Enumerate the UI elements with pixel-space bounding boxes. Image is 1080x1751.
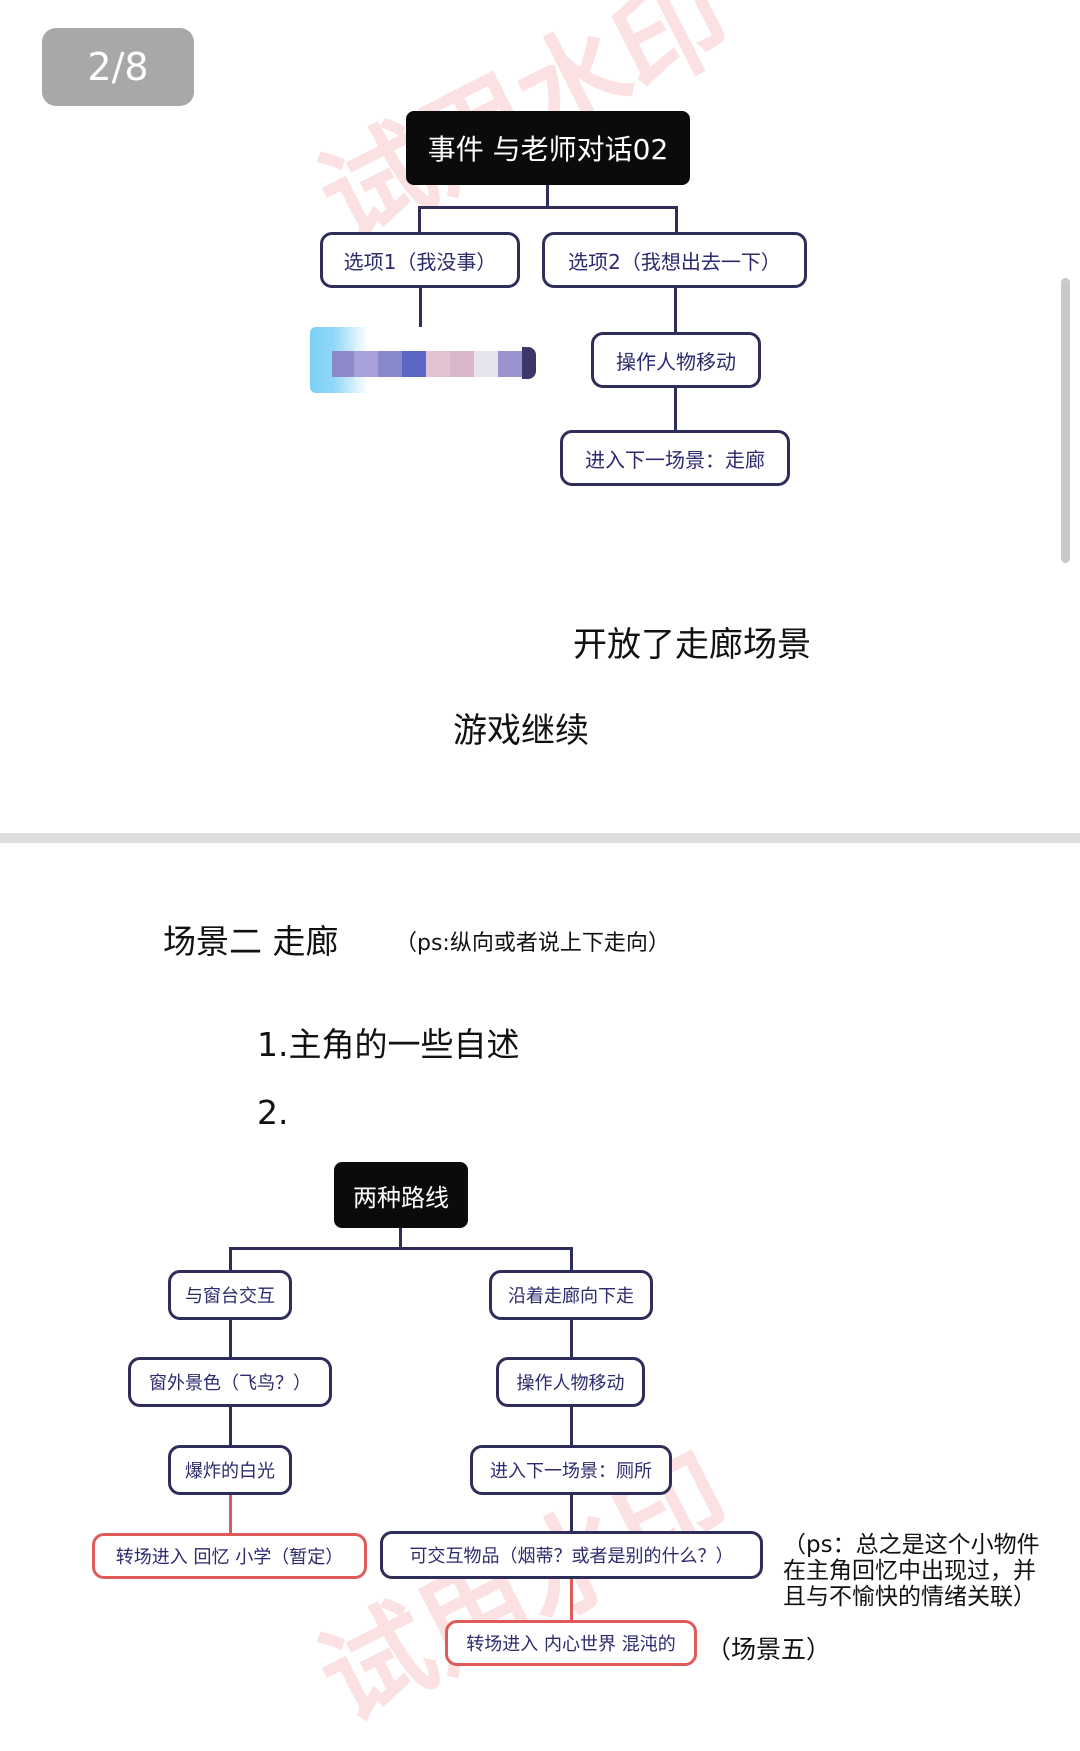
- mindmap-option-1: 选项1（我没事）: [320, 232, 520, 288]
- connector: [570, 1493, 573, 1533]
- scene-title: 场景二 走廊: [163, 922, 339, 961]
- scrollbar-thumb[interactable]: [1061, 278, 1070, 563]
- mindmap-step-next-scene: 进入下一场景：走廊: [560, 430, 790, 486]
- route-right-inner-world: 转场进入 内心世界 混沌的: [445, 1620, 697, 1666]
- page-indicator-badge: 2/8: [42, 28, 194, 106]
- mindmap-step-move: 操作人物移动: [591, 332, 761, 388]
- side-note-line-1: （ps：总之是这个小物件: [783, 1532, 1040, 1558]
- connector-red: [229, 1493, 232, 1535]
- connector: [674, 387, 677, 432]
- side-note-line-3: 且与不愉快的情绪关联）: [783, 1584, 1036, 1610]
- mindmap-option-2: 选项2（我想出去一下）: [542, 232, 807, 288]
- route-right-restroom: 进入下一场景：厕所: [470, 1445, 672, 1495]
- scene-title-note: （ps:纵向或者说上下走向）: [395, 931, 670, 956]
- connector: [675, 206, 678, 233]
- connector: [570, 1405, 573, 1447]
- mindmap-root-routes: 两种路线: [334, 1162, 468, 1228]
- list-item-2: 2.: [257, 1093, 289, 1132]
- route-right-corridor: 沿着走廊向下走: [489, 1270, 653, 1320]
- route-right-item: 可交互物品（烟蒂？或者是别的什么？）: [380, 1531, 763, 1579]
- scene-five-tag: （场景五）: [706, 1635, 832, 1664]
- route-left-scenery: 窗外景色（飞鸟？）: [128, 1357, 332, 1407]
- list-item-1: 1.主角的一些自述: [257, 1025, 520, 1064]
- route-left-window: 与窗台交互: [168, 1270, 292, 1320]
- route-left-memory: 转场进入 回忆 小学（暂定）: [92, 1533, 367, 1579]
- connector: [674, 288, 677, 333]
- connector: [419, 288, 422, 328]
- route-right-move: 操作人物移动: [496, 1357, 645, 1407]
- note-corridor-opened: 开放了走廊场景: [573, 625, 811, 665]
- connector: [570, 1319, 573, 1359]
- blurred-content: [310, 327, 542, 393]
- connector: [570, 1247, 573, 1271]
- page-divider: [0, 833, 1080, 843]
- side-note-line-2: 在主角回忆中出现过，并: [783, 1558, 1036, 1584]
- connector: [229, 1247, 572, 1250]
- connector: [418, 206, 421, 233]
- connector: [229, 1247, 232, 1271]
- mindmap-root-event: 事件 与老师对话02: [406, 111, 690, 185]
- connector: [229, 1405, 232, 1447]
- note-game-continues: 游戏继续: [453, 711, 589, 751]
- connector: [418, 206, 677, 209]
- connector-red: [570, 1577, 573, 1622]
- connector: [546, 185, 549, 208]
- route-left-flash: 爆炸的白光: [168, 1445, 292, 1495]
- connector: [229, 1319, 232, 1359]
- connector: [399, 1228, 402, 1249]
